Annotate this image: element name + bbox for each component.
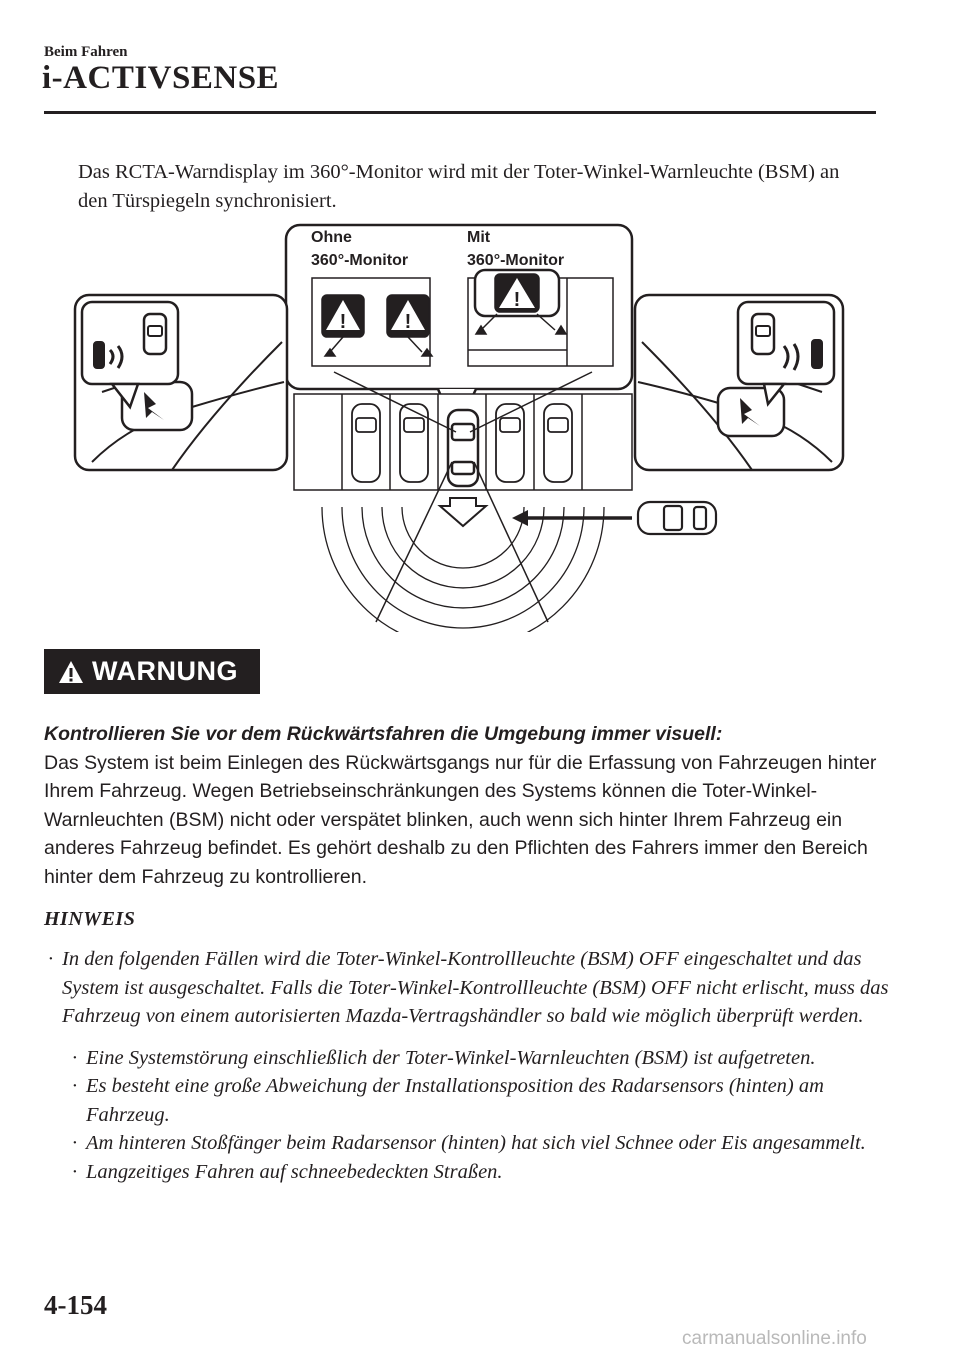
- list-item: · Es besteht eine große Abweichung der In…: [68, 1072, 894, 1129]
- list-item-text: Langzeitiges Fahren auf schneebedeckten …: [86, 1160, 503, 1183]
- warning-banner: WARNUNG: [44, 649, 260, 694]
- page-number: 4-154: [44, 1290, 107, 1320]
- bullet-dot: ·: [72, 1075, 78, 1097]
- right-mirror-detail: [637, 300, 836, 471]
- bullet-dot: ·: [72, 1132, 78, 1154]
- list-item: · Eine Systemstörung einschließlich der T…: [68, 1044, 894, 1073]
- label-without-line1: Ohne: [311, 229, 352, 246]
- reverse-arrow: [437, 497, 489, 528]
- warning-banner-text: WARNUNG: [92, 656, 238, 686]
- parked-car: [351, 403, 573, 483]
- warning-lead: Kontrollieren Sie vor dem Rückwärtsfahre…: [44, 723, 723, 745]
- warning-body: Das System ist beim Einlegen des Rückwär…: [44, 751, 877, 888]
- warning-text: Kontrollieren Sie vor dem Rückwärtsfahre…: [44, 720, 884, 891]
- warning-triangle-icon: !: [473, 268, 561, 318]
- left-mirror-detail: [80, 300, 285, 471]
- list-item: · Langzeitiges Fahren auf schneebedeckten…: [68, 1158, 894, 1187]
- monitor-with-360: !: [467, 268, 614, 367]
- watermark: carmanualsonline.info: [682, 1328, 867, 1349]
- section-label: Beim Fahren: [44, 44, 128, 60]
- svg-text:!: !: [405, 311, 412, 333]
- radar-waves: [321, 506, 605, 632]
- monitor-without-360: ! !: [311, 277, 434, 367]
- list-item-text: Am hinteren Stoßfänger beim Radarsensor …: [86, 1132, 866, 1154]
- bsm-indicator-icon: [736, 300, 836, 407]
- label-without-line2: 360°-Monitor: [311, 252, 408, 269]
- note-sub-list: · Eine Systemstörung einschließlich der T…: [44, 1044, 894, 1187]
- intro-paragraph: Das RCTA-Warndisplay im 360°-Monitor wir…: [78, 161, 840, 212]
- rcta-illustration: Ohne 360°-Monitor Mit 360°-Monitor ! ! !: [73, 223, 845, 632]
- bullet-dot: ·: [72, 1160, 78, 1183]
- warning-triangle-icon: !: [386, 294, 430, 338]
- warning-triangle-icon: !: [321, 294, 365, 338]
- label-with-line2: 360°-Monitor: [467, 252, 564, 269]
- note-heading: HINWEIS: [44, 908, 136, 930]
- note-body: · In den folgenden Fällen wird die Toter…: [44, 945, 894, 1186]
- svg-text:!: !: [514, 289, 521, 311]
- list-item-text: Es besteht eine große Abweichung der Ins…: [86, 1075, 824, 1126]
- note-bullet: · In den folgenden Fällen wird die Toter…: [44, 945, 894, 1031]
- approaching-vehicle: [512, 500, 718, 536]
- svg-text:!: !: [340, 311, 347, 333]
- header-rule: [44, 111, 876, 114]
- list-item: · Am hinteren Stoßfänger beim Radarsensor…: [68, 1129, 894, 1158]
- parking-lot: [293, 393, 633, 491]
- list-item-text: Eine Systemstörung einschließlich der To…: [86, 1046, 816, 1069]
- warning-icon: [59, 660, 83, 683]
- bsm-indicator-icon: [80, 300, 180, 410]
- bullet-dot: ·: [48, 948, 54, 970]
- bullet-dot: ·: [72, 1046, 78, 1069]
- label-with-line1: Mit: [467, 229, 491, 246]
- page-title: i-ACTIVSENSE: [42, 60, 280, 96]
- note-bullet-text: In den folgenden Fällen wird die Toter-W…: [62, 948, 889, 1027]
- own-vehicle: [446, 408, 480, 488]
